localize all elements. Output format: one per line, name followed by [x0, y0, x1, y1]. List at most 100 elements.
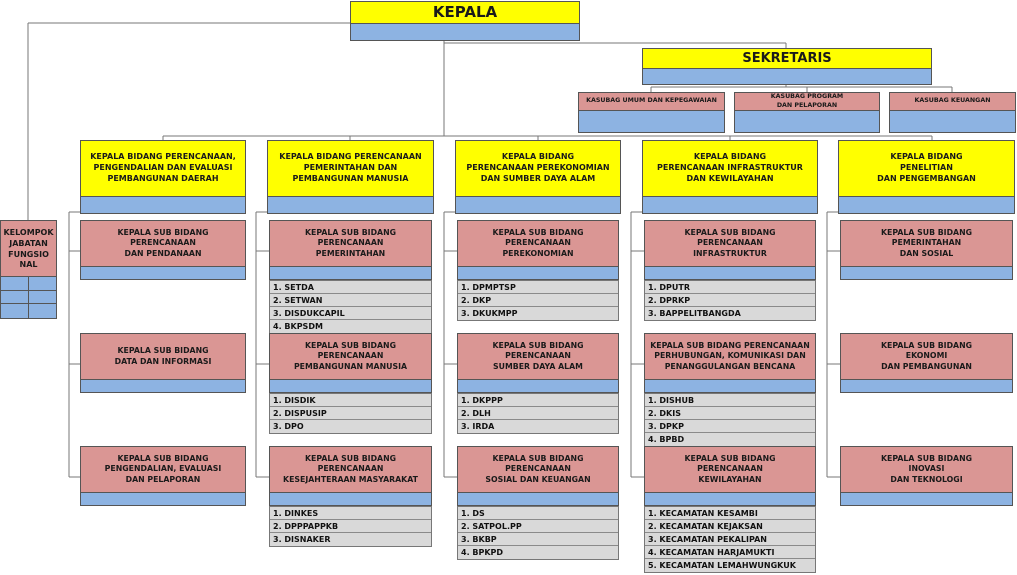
fungsional-box-label: KELOMPOK JABATAN FUNGSIO NAL — [1, 221, 56, 278]
sub-bidang-2-2: KEPALA SUB BIDANG PERENCANAAN PEMBANGUNA… — [269, 333, 432, 393]
sub-bidang-3-1: KEPALA SUB BIDANG PERENCANAAN PEREKONOMI… — [457, 220, 619, 280]
list-item: 4. BKPSDM — [270, 320, 431, 333]
fungsional-cell — [1, 277, 29, 291]
sub-bidang-1-1: KEPALA SUB BIDANG PERENCANAAN DAN PENDAN… — [80, 220, 246, 280]
bidang-box-5-label: KEPALA BIDANG PENELITIAN DAN PENGEMBANGA… — [839, 141, 1014, 196]
sub-bidang-2-3: KEPALA SUB BIDANG PERENCANAAN KESEJAHTER… — [269, 446, 432, 506]
sub-bidang-1-2: KEPALA SUB BIDANG DATA DAN INFORMASI — [80, 333, 246, 393]
list-item: 4. BPBD — [645, 433, 815, 446]
list-item: 3. DPO — [270, 420, 431, 433]
list-item: 3. BKBP — [458, 533, 618, 546]
bidang-box-1-label: KEPALA BIDANG PERENCANAAN, PENGENDALIAN … — [81, 141, 245, 196]
sekretaris-box-blue-band — [643, 68, 931, 84]
list-item: 1. KECAMATAN KESAMBI — [645, 507, 815, 520]
bidang-box-3: KEPALA BIDANG PERENCANAAN PEREKONOMIAN D… — [455, 140, 621, 214]
kasubag-box-2-blue-band — [735, 110, 879, 132]
sub-bidang-2-2-blue-band — [270, 379, 431, 392]
bidang-box-3-label: KEPALA BIDANG PERENCANAAN PEREKONOMIAN D… — [456, 141, 620, 196]
kasubag-box-1-label: KASUBAG UMUM DAN KEPEGAWAIAN — [579, 93, 724, 110]
list-item: 2. DLH — [458, 407, 618, 420]
sub-bidang-1-3-blue-band — [81, 492, 245, 505]
bidang-box-2: KEPALA BIDANG PERENCANAAN PEMERINTAHAN D… — [267, 140, 434, 214]
list-item: 2. DKP — [458, 294, 618, 307]
sub-bidang-3-3-blue-band — [458, 492, 618, 505]
list-item: 1. DKPPP — [458, 394, 618, 407]
sekretaris-box: SEKRETARIS — [642, 48, 932, 85]
list-item: 2. DKIS — [645, 407, 815, 420]
bidang-box-2-blue-band — [268, 196, 433, 213]
kepala-box-label: KEPALA — [351, 2, 579, 23]
sub-bidang-3-2-label: KEPALA SUB BIDANG PERENCANAAN SUMBER DAY… — [458, 334, 618, 379]
sub-bidang-2-1-label: KEPALA SUB BIDANG PERENCANAAN PEMERINTAH… — [270, 221, 431, 266]
bidang-box-4: KEPALA BIDANG PERENCANAAN INFRASTRUKTUR … — [642, 140, 818, 214]
sub-bidang-2-3-label: KEPALA SUB BIDANG PERENCANAAN KESEJAHTER… — [270, 447, 431, 492]
sub-bidang-4-2-label: KEPALA SUB BIDANG PERENCANAAN PERHUBUNGA… — [645, 334, 815, 379]
list-item: 4. KECAMATAN HARJAMUKTI — [645, 546, 815, 559]
sub-bidang-5-1-label: KEPALA SUB BIDANG PEMERINTAHAN DAN SOSIA… — [841, 221, 1012, 266]
list-item: 1. DPUTR — [645, 281, 815, 294]
sub-bidang-1-3: KEPALA SUB BIDANG PENGENDALIAN, EVALUASI… — [80, 446, 246, 506]
list-item: 2. DPPPAPPKB — [270, 520, 431, 533]
sub-bidang-1-1-label: KEPALA SUB BIDANG PERENCANAAN DAN PENDAN… — [81, 221, 245, 266]
list-item: 3. DKUKMPP — [458, 307, 618, 320]
sub-bidang-1-2-blue-band — [81, 379, 245, 392]
sub-bidang-2-1-blue-band — [270, 266, 431, 279]
bidang-box-1: KEPALA BIDANG PERENCANAAN, PENGENDALIAN … — [80, 140, 246, 214]
sub-bidang-2-3-blue-band — [270, 492, 431, 505]
fungsional-cell — [1, 290, 29, 305]
sub-bidang-5-2-blue-band — [841, 379, 1012, 392]
bidang-box-2-label: KEPALA BIDANG PERENCANAAN PEMERINTAHAN D… — [268, 141, 433, 196]
list-item: 1. DINKES — [270, 507, 431, 520]
fungsional-cell — [28, 291, 56, 305]
sub-bidang-3-2-blue-band — [458, 379, 618, 392]
kasubag-box-3-blue-band — [890, 110, 1015, 132]
list-item: 3. DISDUKCAPIL — [270, 307, 431, 320]
kasubag-box-1: KASUBAG UMUM DAN KEPEGAWAIAN — [578, 92, 725, 133]
list-item: 1. DS — [458, 507, 618, 520]
sub-bidang-4-2-blue-band — [645, 379, 815, 392]
sub-bidang-4-1-label: KEPALA SUB BIDANG PERENCANAAN INFRASTRUK… — [645, 221, 815, 266]
sub-bidang-5-2-label: KEPALA SUB BIDANG EKONOMI DAN PEMBANGUNA… — [841, 334, 1012, 379]
sub-bidang-3-2: KEPALA SUB BIDANG PERENCANAAN SUMBER DAY… — [457, 333, 619, 393]
sub-bidang-3-3: KEPALA SUB BIDANG PERENCANAAN SOSIAL DAN… — [457, 446, 619, 506]
sekretaris-box-label: SEKRETARIS — [643, 49, 931, 68]
fungsional-cell — [1, 304, 29, 318]
kasubag-box-1-blue-band — [579, 110, 724, 132]
bidang-box-4-label: KEPALA BIDANG PERENCANAAN INFRASTRUKTUR … — [643, 141, 817, 196]
sub-bidang-3-1-blue-band — [458, 266, 618, 279]
fungsional-cell — [29, 304, 57, 318]
sub-bidang-4-2: KEPALA SUB BIDANG PERENCANAAN PERHUBUNGA… — [644, 333, 816, 393]
list-item: 3. DISNAKER — [270, 533, 431, 546]
list-item: 2. DPRKP — [645, 294, 815, 307]
list-item: 3. BAPPELITBANGDA — [645, 307, 815, 320]
bidang-box-1-blue-band — [81, 196, 245, 213]
list-item: 3. DPKP — [645, 420, 815, 433]
fungsional-box: KELOMPOK JABATAN FUNGSIO NAL — [0, 220, 57, 280]
list-item: 1. SETDA — [270, 281, 431, 294]
sub-bidang-3-1-label: KEPALA SUB BIDANG PERENCANAAN PEREKONOMI… — [458, 221, 618, 266]
list-item: 5. KECAMATAN LEMAHWUNGKUK — [645, 559, 815, 572]
sub-bidang-1-3-label: KEPALA SUB BIDANG PENGENDALIAN, EVALUASI… — [81, 447, 245, 492]
sub-bidang-4-1: KEPALA SUB BIDANG PERENCANAAN INFRASTRUK… — [644, 220, 816, 280]
sub-bidang-1-2-label: KEPALA SUB BIDANG DATA DAN INFORMASI — [81, 334, 245, 379]
sub-bidang-4-3-blue-band — [645, 492, 815, 505]
kepala-box-blue-band — [351, 23, 579, 40]
kasubag-box-3-label: KASUBAG KEUANGAN — [890, 93, 1015, 110]
sub-bidang-5-2: KEPALA SUB BIDANG EKONOMI DAN PEMBANGUNA… — [840, 333, 1013, 393]
sub-bidang-2-1: KEPALA SUB BIDANG PERENCANAAN PEMERINTAH… — [269, 220, 432, 280]
list-item: 1. DPMPTSP — [458, 281, 618, 294]
sub-bidang-5-3: KEPALA SUB BIDANG INOVASI DAN TEKNOLOGI — [840, 446, 1013, 506]
sub-bidang-4-3: KEPALA SUB BIDANG PERENCANAAN KEWILAYAHA… — [644, 446, 816, 506]
sub-bidang-5-3-label: KEPALA SUB BIDANG INOVASI DAN TEKNOLOGI — [841, 447, 1012, 492]
sub-bidang-5-1-blue-band — [841, 266, 1012, 279]
sub-bidang-3-3-label: KEPALA SUB BIDANG PERENCANAAN SOSIAL DAN… — [458, 447, 618, 492]
list-item: 2. DISPUSIP — [270, 407, 431, 420]
